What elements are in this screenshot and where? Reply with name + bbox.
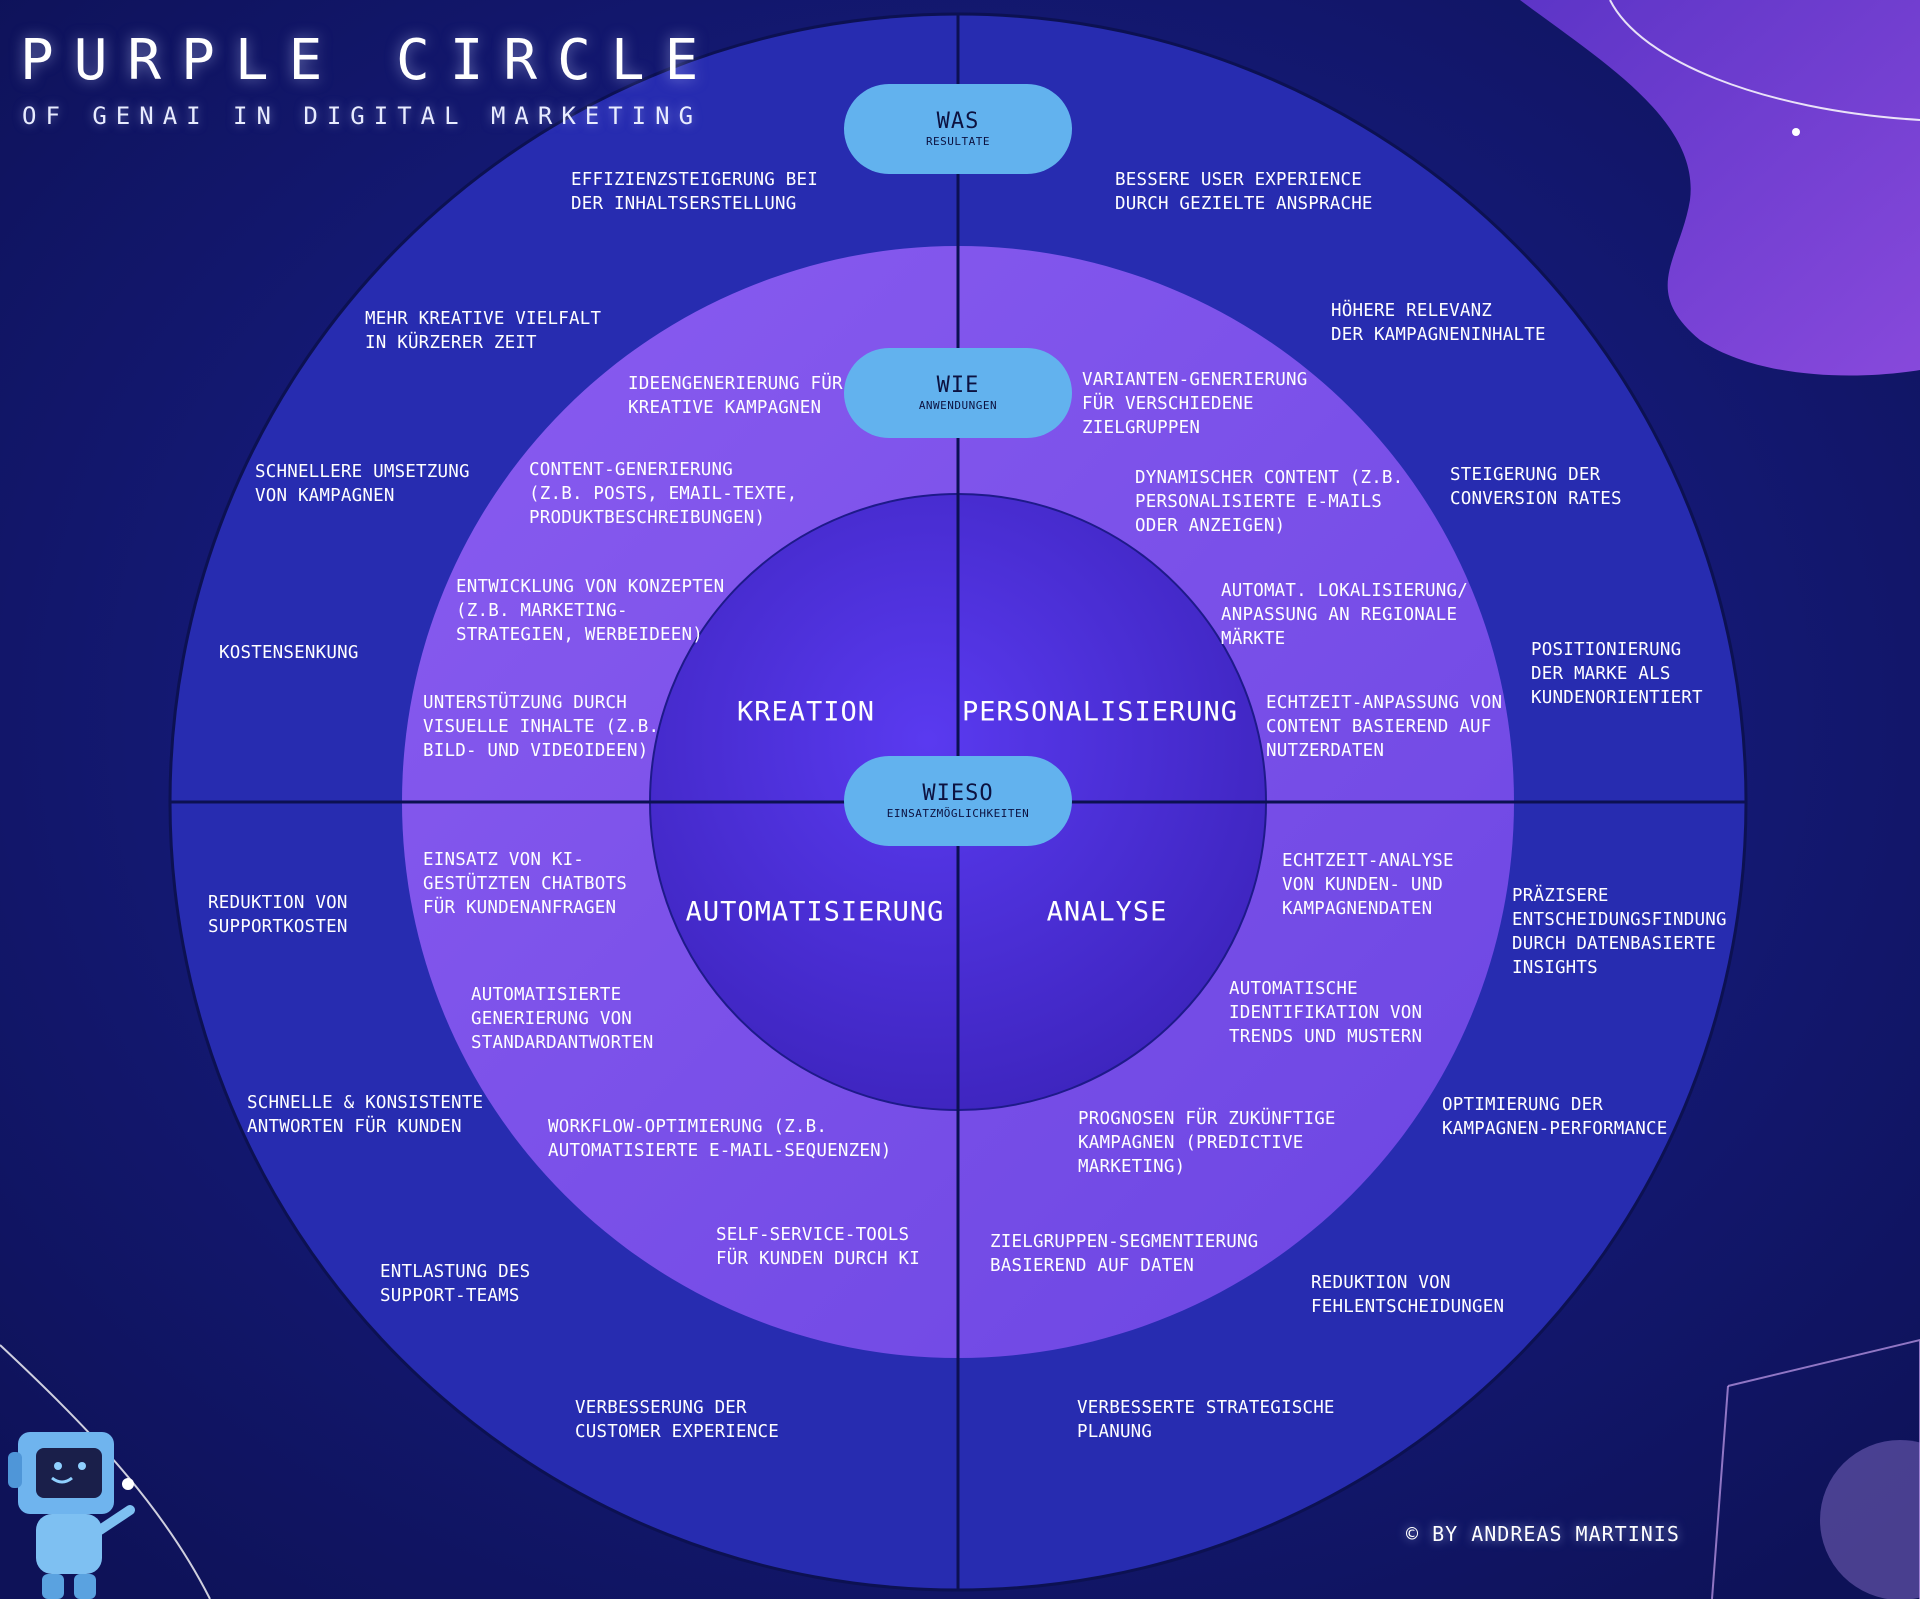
- anwendung-kreation-1: IDEENGENERIERUNG FÜR KREATIVE KAMPAGNEN: [628, 374, 843, 418]
- wieso-pill: WIESO EINSATZMÖGLICHKEITEN: [844, 756, 1072, 846]
- anwendung-analyse-3: PROGNOSEN FÜR ZUKÜNFTIGE KAMPAGNEN (PRED…: [1078, 1109, 1336, 1177]
- quadrant-kreation: KREATION: [736, 696, 876, 728]
- resultat-analyse-1: PRÄZISERE ENTSCHEIDUNGSFINDUNG DURCH DAT…: [1512, 886, 1727, 978]
- resultat-automatisierung-3: ENTLASTUNG DES SUPPORT-TEAMS: [380, 1262, 531, 1306]
- was-pill: WAS RESULTATE: [844, 84, 1072, 174]
- anwendung-kreation-4: UNTERSTÜTZUNG DURCH VISUELLE INHALTE (Z.…: [423, 693, 660, 761]
- anwendung-kreation-3: ENTWICKLUNG VON KONZEPTEN (Z.B. MARKETIN…: [456, 577, 725, 645]
- anwendung-personalisierung-2: DYNAMISCHER CONTENT (Z.B. PERSONALISIERT…: [1135, 468, 1404, 536]
- quadrant-personalisierung: PERSONALISIERUNG: [961, 696, 1239, 728]
- decorative-line: [1609, 0, 1920, 121]
- resultat-kreation-2: MEHR KREATIVE VIELFALT IN KÜRZERER ZEIT: [365, 309, 602, 353]
- resultat-kreation-1: EFFIZIENZSTEIGERUNG BEI DER INHALTSERSTE…: [571, 170, 818, 214]
- anwendung-analyse-1: ECHTZEIT-ANALYSE VON KUNDEN- UND KAMPAGN…: [1282, 851, 1454, 919]
- quadrant-analyse: ANALYSE: [1046, 896, 1168, 928]
- wie-sublabel: ANWENDUNGEN: [918, 399, 998, 412]
- decorative-star: [1792, 128, 1800, 136]
- anwendung-kreation-2: CONTENT-GENERIERUNG (Z.B. POSTS, EMAIL-T…: [529, 460, 798, 528]
- resultat-kreation-3: SCHNELLERE UMSETZUNG VON KAMPAGNEN: [255, 462, 470, 506]
- anwendung-personalisierung-4: ECHTZEIT-ANPASSUNG VON CONTENT BASIEREND…: [1266, 693, 1503, 761]
- anwendung-analyse-4: ZIELGRUPPEN-SEGMENTIERUNG BASIEREND AUF …: [990, 1232, 1259, 1276]
- anwendung-analyse-2: AUTOMATISCHE IDENTIFIKATION VON TRENDS U…: [1229, 979, 1423, 1047]
- anwendung-personalisierung-1: VARIANTEN-GENERIERUNG FÜR VERSCHIEDENE Z…: [1082, 370, 1308, 438]
- decorative-glow: [1820, 1440, 1920, 1599]
- resultat-kreation-4: KOSTENSENKUNG: [219, 643, 359, 663]
- resultat-personalisierung-1: BESSERE USER EXPERIENCE DURCH GEZIELTE A…: [1115, 170, 1373, 214]
- anwendung-automatisierung-3: WORKFLOW-OPTIMIERUNG (Z.B. AUTOMATISIERT…: [548, 1117, 892, 1161]
- wie-pill: WIE ANWENDUNGEN: [844, 348, 1072, 438]
- wie-label: WIE: [936, 373, 980, 398]
- decorative-curve: [0, 1344, 211, 1599]
- wieso-label: WIESO: [922, 781, 994, 806]
- page-subtitle: OF GENAI IN DIGITAL MARKETING: [22, 102, 703, 130]
- anwendung-personalisierung-3: AUTOMAT. LOKALISIERUNG/ ANPASSUNG AN REG…: [1221, 581, 1468, 649]
- resultat-automatisierung-2: SCHNELLE & KONSISTENTE ANTWORTEN FÜR KUN…: [247, 1093, 484, 1137]
- resultat-automatisierung-4: VERBESSERUNG DER CUSTOMER EXPERIENCE: [575, 1398, 779, 1442]
- anwendung-automatisierung-4: SELF-SERVICE-TOOLS FÜR KUNDEN DURCH KI: [716, 1225, 920, 1269]
- decorative-wave: [1520, 0, 1920, 376]
- resultat-personalisierung-2: HÖHERE RELEVANZ DER KAMPAGNENINHALTE: [1331, 301, 1546, 345]
- anwendung-automatisierung-1: EINSATZ VON KI- GESTÜTZTEN CHATBOTS FÜR …: [423, 850, 627, 918]
- author-credit: © BY ANDREAS MARTINIS: [1406, 1522, 1680, 1546]
- resultat-personalisierung-3: STEIGERUNG DER CONVERSION RATES: [1450, 465, 1622, 509]
- was-label: WAS: [936, 109, 980, 134]
- wieso-sublabel: EINSATZMÖGLICHKEITEN: [886, 807, 1030, 820]
- anwendung-automatisierung-2: AUTOMATISIERTE GENERIERUNG VON STANDARDA…: [471, 985, 654, 1053]
- resultat-analyse-2: OPTIMIERUNG DER KAMPAGNEN-PERFORMANCE: [1442, 1095, 1668, 1139]
- robot-icon: [8, 1432, 135, 1599]
- resultat-automatisierung-1: REDUKTION VON SUPPORTKOSTEN: [208, 893, 348, 937]
- resultat-analyse-4: VERBESSERTE STRATEGISCHE PLANUNG: [1077, 1398, 1335, 1442]
- quadrant-automatisierung: AUTOMATISIERUNG: [685, 896, 945, 928]
- decorative-cube-line-2: [1711, 1385, 1729, 1599]
- resultat-personalisierung-4: POSITIONIERUNG DER MARKE ALS KUNDENORIEN…: [1531, 640, 1703, 708]
- was-sublabel: RESULTATE: [925, 135, 991, 148]
- resultat-analyse-3: REDUKTION VON FEHLENTSCHEIDUNGEN: [1311, 1273, 1505, 1317]
- decorative-cube-line: [1727, 1338, 1920, 1599]
- page-title: PURPLE CIRCLE: [20, 28, 719, 93]
